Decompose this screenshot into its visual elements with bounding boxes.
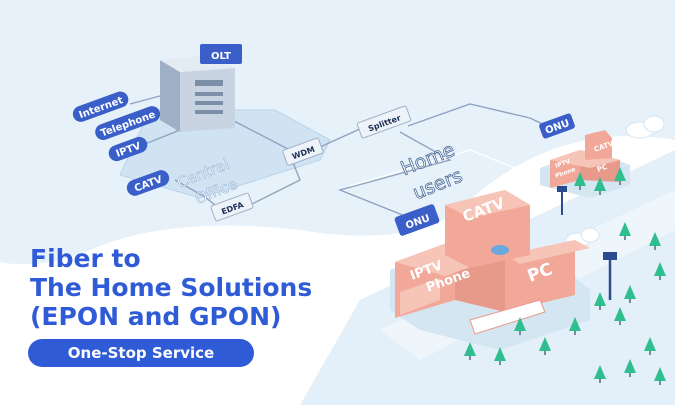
satellite-dish xyxy=(491,245,509,255)
title-line3: (EPON and GPON) xyxy=(30,302,282,331)
antenna-small xyxy=(557,186,567,215)
small-pc-label: PC xyxy=(596,163,608,174)
wire-wdm-splitter xyxy=(317,127,363,149)
tree-icon xyxy=(539,337,551,355)
wire-catv-edfa xyxy=(174,179,216,206)
olt-tower: OLT xyxy=(160,44,242,132)
tree-icon xyxy=(594,292,606,310)
tree-icon xyxy=(624,285,636,303)
tree-icon xyxy=(649,232,661,250)
tree-icon xyxy=(514,317,526,335)
tree-icon xyxy=(569,317,581,335)
tree-icon xyxy=(624,359,636,377)
tree-icon xyxy=(654,367,666,385)
title-line1: Fiber to xyxy=(30,244,141,273)
wdm-box: WDM xyxy=(282,137,324,166)
wire-olt-wdm xyxy=(231,119,291,151)
title-line2: The Home Solutions xyxy=(30,273,313,302)
one-stop-service-badge: One-Stop Service xyxy=(28,339,254,367)
small-iptv-label: IPTV xyxy=(554,158,571,170)
tree-icon xyxy=(654,262,666,280)
olt-label: OLT xyxy=(211,51,231,62)
tree-icon xyxy=(574,172,586,190)
tree-icon xyxy=(614,167,626,185)
trees xyxy=(464,167,666,385)
wire-edfa-wdm xyxy=(249,159,301,206)
cloud-right xyxy=(625,115,665,139)
antenna-big xyxy=(603,252,617,300)
big-house: CATV IPTV Phone PC xyxy=(390,190,590,350)
tree-icon xyxy=(494,347,506,365)
wire-iptv xyxy=(144,129,181,145)
tree-icon xyxy=(464,342,476,360)
edfa-box: EDFA xyxy=(210,192,254,222)
tree-icon xyxy=(594,365,606,383)
wire-splitter-onu-big xyxy=(337,131,452,221)
tree-icon xyxy=(619,222,631,240)
home-users-outline xyxy=(349,149,546,187)
tree-icon xyxy=(614,307,626,325)
olt-badge xyxy=(200,44,242,64)
central-office-platform xyxy=(119,109,331,199)
tree-icon xyxy=(594,177,606,195)
onu-tag-big: ONU xyxy=(394,204,440,236)
splitter-box: Splitter xyxy=(356,105,412,139)
tree-icon xyxy=(644,337,656,355)
